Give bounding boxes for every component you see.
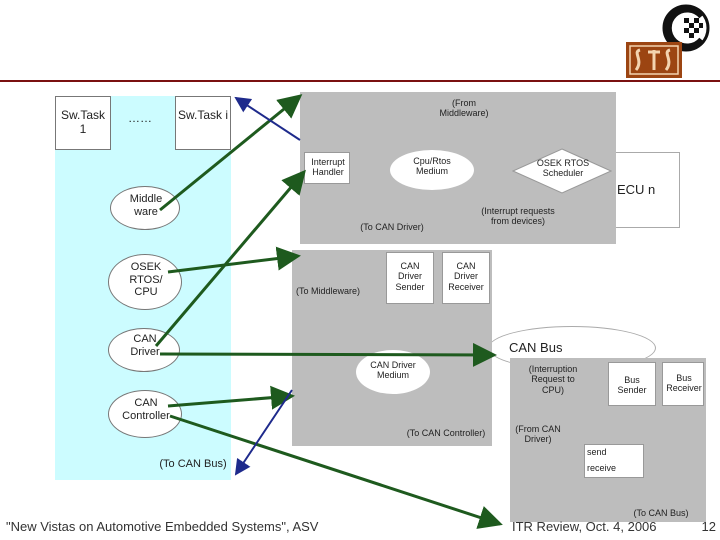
bus-sender-label: Bus Sender (617, 375, 647, 396)
page-number: 12 (701, 519, 716, 534)
interrupt-handler-label: Interrupt Handler (311, 157, 345, 178)
interrupt-requests-label: (Interrupt requests from devices) (481, 206, 555, 227)
footer-right-text: ITR Review, Oct. 4, 2006 (512, 519, 657, 534)
to-can-bus-label: (To CAN Bus) (159, 458, 227, 470)
rtos-panel: (From Middleware) Interrupt Handler Cpu/… (300, 92, 616, 244)
controller-to-can-bus-label: (To CAN Bus) (633, 508, 689, 518)
sw-task-i-label: Sw.Task i (178, 108, 229, 122)
can-controller-label: CAN Controller (122, 397, 170, 422)
interrupt-handler-box[interactable]: Interrupt Handler (304, 152, 350, 184)
dots-label: …… (128, 111, 152, 125)
bus-sender-box[interactable]: Bus Sender (608, 362, 656, 406)
to-can-controller-label: (To CAN Controller) (406, 428, 486, 438)
from-middleware-label: (From Middleware) (439, 98, 489, 119)
middleware-node[interactable]: Middle ware (110, 186, 180, 230)
send-receive-box[interactable]: send receive (584, 444, 644, 478)
driver-receiver-label: CAN Driver Receiver (448, 261, 484, 292)
can-driver-node[interactable]: CAN Driver (108, 328, 180, 372)
from-can-driver-label: (From CAN Driver) (515, 424, 561, 445)
can-bus-label: CAN Bus (509, 340, 563, 355)
cpu-rtos-medium-node[interactable]: Cpu/Rtos Medium (390, 150, 474, 190)
sw-task-1-label: Sw.Task 1 (60, 108, 105, 136)
driver-medium-label: CAN Driver Medium (370, 360, 416, 381)
cpu-rtos-medium-label: Cpu/Rtos Medium (413, 156, 451, 177)
footer-left-text: "New Vistas on Automotive Embedded Syste… (6, 519, 319, 534)
send-label: send (587, 447, 607, 457)
to-middleware-label: (To Middleware) (295, 286, 361, 296)
can-driver-label: CAN Driver (130, 333, 160, 358)
controller-panel: (Interruption Request to CPU) Bus Sender… (510, 358, 706, 522)
osek-rtos-cpu-node[interactable]: OSEK RTOS/ CPU (108, 254, 182, 310)
osek-rtos-cpu-label: OSEK RTOS/ CPU (129, 261, 163, 299)
scheduler-node[interactable]: OSEK RTOS Scheduler (511, 148, 613, 194)
driver-panel: CAN Driver Sender CAN Driver Receiver (T… (292, 250, 492, 446)
bus-receiver-box[interactable]: Bus Receiver (662, 362, 704, 406)
driver-receiver-box[interactable]: CAN Driver Receiver (442, 252, 490, 304)
header-divider (0, 80, 720, 82)
sw-task-i-box[interactable]: Sw.Task i (175, 96, 231, 150)
circular-chess-logo (662, 4, 710, 52)
can-controller-node[interactable]: CAN Controller (108, 390, 182, 438)
driver-sender-label: CAN Driver Sender (395, 261, 425, 292)
receive-label: receive (587, 463, 617, 473)
driver-sender-box[interactable]: CAN Driver Sender (386, 252, 434, 304)
driver-medium-node[interactable]: CAN Driver Medium (356, 350, 430, 394)
bus-receiver-label: Bus Receiver (666, 373, 702, 394)
ecu-n-label: ECU n (617, 182, 656, 197)
to-can-driver-label: (To CAN Driver) (360, 222, 424, 232)
scheduler-label: OSEK RTOS Scheduler (536, 158, 590, 179)
sw-task-1-box[interactable]: Sw.Task 1 (55, 96, 111, 150)
sts-logo (626, 42, 682, 78)
interruption-label: (Interruption Request to CPU) (528, 364, 578, 395)
middleware-label: Middle ware (129, 193, 163, 218)
